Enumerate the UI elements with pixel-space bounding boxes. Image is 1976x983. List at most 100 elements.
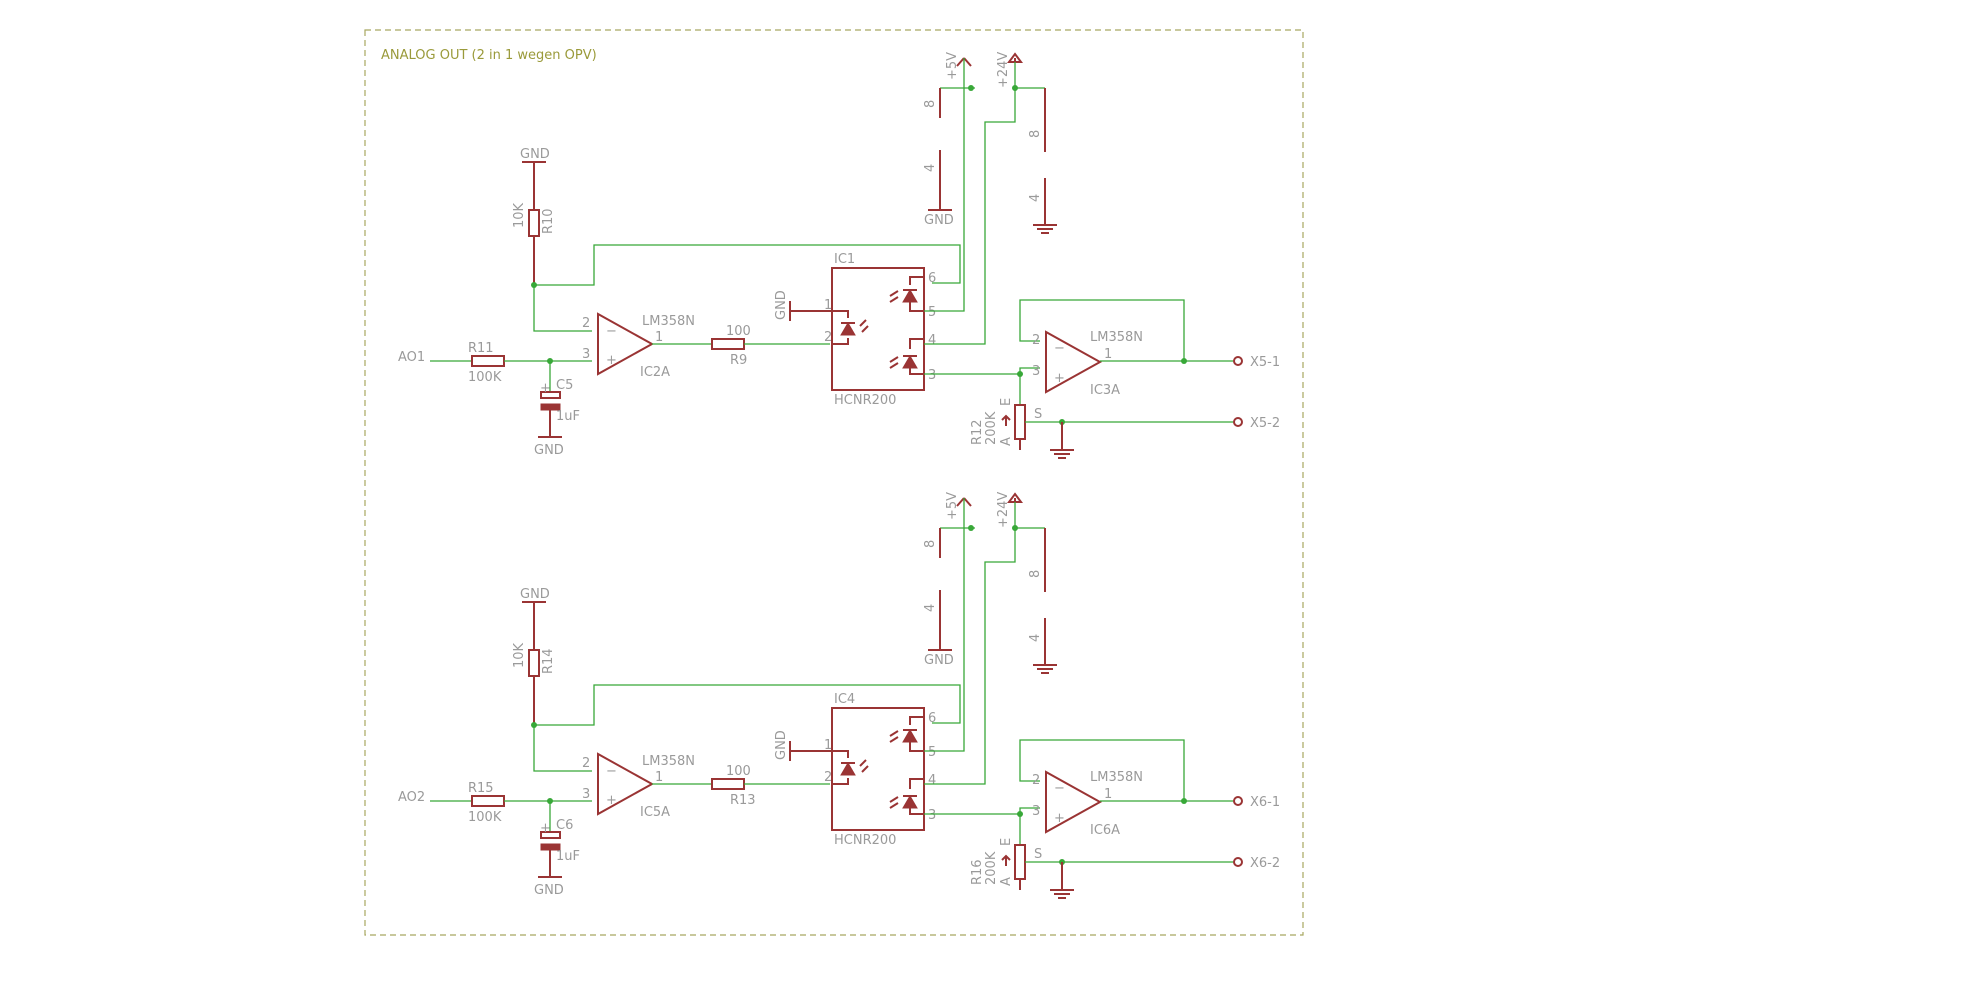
svg-text:1: 1 bbox=[655, 330, 663, 345]
input-capacitor: + C6 1uF GND bbox=[534, 801, 580, 898]
svg-text:R9: R9 bbox=[730, 353, 747, 368]
svg-text:−: − bbox=[606, 324, 617, 339]
op-amp-1: − + 2 3 1 LM358N IC5A bbox=[582, 752, 695, 820]
pin4-label: 4 bbox=[923, 604, 938, 612]
svg-text:HCNR200: HCNR200 bbox=[834, 833, 896, 848]
svg-text:IC4: IC4 bbox=[834, 692, 855, 707]
output-terminal-1[interactable] bbox=[1233, 796, 1243, 806]
svg-text:S: S bbox=[1034, 847, 1042, 862]
svg-text:100: 100 bbox=[726, 324, 751, 339]
svg-text:4: 4 bbox=[1028, 634, 1043, 642]
supply-24v-label: +24V bbox=[996, 52, 1011, 88]
svg-text:1: 1 bbox=[824, 298, 832, 313]
pin4-label: 4 bbox=[923, 164, 938, 172]
svg-text:A: A bbox=[999, 437, 1014, 446]
r-pull-name: R10 bbox=[541, 208, 556, 234]
svg-text:+: + bbox=[540, 821, 551, 836]
svg-text:IC2A: IC2A bbox=[640, 365, 670, 380]
output-terminal-2[interactable] bbox=[1233, 417, 1243, 427]
svg-text:4: 4 bbox=[928, 333, 936, 348]
svg-text:C5: C5 bbox=[556, 378, 573, 393]
svg-text:5: 5 bbox=[928, 745, 936, 760]
svg-text:1: 1 bbox=[824, 738, 832, 753]
svg-text:2: 2 bbox=[582, 316, 590, 331]
channel-input-label: AO1 bbox=[398, 350, 425, 365]
pullup-resistor: GND R14 10K bbox=[512, 587, 556, 725]
svg-text:HCNR200: HCNR200 bbox=[834, 393, 896, 408]
svg-text:3: 3 bbox=[1032, 804, 1040, 819]
svg-text:IC6A: IC6A bbox=[1090, 823, 1120, 838]
trim-potentiometer: E A S R12 200K bbox=[970, 374, 1234, 459]
svg-text:3: 3 bbox=[582, 347, 590, 362]
svg-text:2: 2 bbox=[824, 330, 832, 345]
output-terminal-1[interactable] bbox=[1233, 356, 1243, 366]
pin8-label: 8 bbox=[923, 540, 938, 548]
svg-text:2: 2 bbox=[1032, 773, 1040, 788]
svg-text:1: 1 bbox=[1104, 347, 1112, 362]
ground-symbol bbox=[1033, 664, 1057, 674]
svg-text:200K: 200K bbox=[984, 411, 999, 445]
series-resistor bbox=[711, 338, 745, 350]
svg-text:2: 2 bbox=[824, 770, 832, 785]
svg-text:LM358N: LM358N bbox=[642, 754, 695, 769]
svg-text:100K: 100K bbox=[468, 370, 502, 385]
series-resistor bbox=[711, 778, 745, 790]
r-pull-name: R14 bbox=[541, 648, 556, 674]
svg-text:−: − bbox=[1054, 781, 1065, 796]
svg-text:3: 3 bbox=[1032, 364, 1040, 379]
output-label-1: X5-1 bbox=[1250, 355, 1280, 370]
svg-text:2: 2 bbox=[1032, 333, 1040, 348]
sheet-title: ANALOG OUT (2 in 1 wegen OPV) bbox=[381, 48, 597, 63]
op-amp-2: − + 2 3 1 LM358N IC3A bbox=[1032, 330, 1143, 398]
svg-text:GND: GND bbox=[774, 290, 789, 320]
svg-text:2: 2 bbox=[582, 756, 590, 771]
output-label-2: X5-2 bbox=[1250, 416, 1280, 431]
trim-potentiometer: E A S R16 200K bbox=[970, 814, 1234, 899]
supply-gnd-label: GND bbox=[924, 213, 954, 228]
output-terminal-2[interactable] bbox=[1233, 857, 1243, 867]
supply-5v-label: +5V bbox=[945, 492, 960, 520]
op-amp-1: − + 2 3 1 LM358N IC2A bbox=[582, 312, 695, 380]
supply-24v-label: +24V bbox=[996, 492, 1011, 528]
pullup-resistor: GND R10 10K bbox=[512, 147, 556, 285]
input-capacitor: + C5 1uF GND bbox=[534, 361, 580, 458]
input-resistor bbox=[471, 355, 505, 367]
input-resistor bbox=[471, 795, 505, 807]
svg-text:LM358N: LM358N bbox=[1090, 330, 1143, 345]
svg-text:+: + bbox=[1054, 811, 1065, 826]
svg-text:−: − bbox=[1054, 341, 1065, 356]
supply-section: +5V 8 4 GND +24V 8 4 bbox=[923, 52, 1057, 234]
svg-text:IC5A: IC5A bbox=[640, 805, 670, 820]
output-label-1: X6-1 bbox=[1250, 795, 1280, 810]
opto-coupler: IC1 HCNR200 GND 1 2 6 bbox=[774, 252, 936, 408]
svg-text:GND: GND bbox=[520, 147, 550, 162]
svg-text:100: 100 bbox=[726, 764, 751, 779]
svg-text:+: + bbox=[606, 353, 617, 368]
supply-section: +5V 8 4 GND +24V 8 4 bbox=[923, 492, 1057, 674]
svg-text:R13: R13 bbox=[730, 793, 756, 808]
svg-text:3: 3 bbox=[582, 787, 590, 802]
svg-text:6: 6 bbox=[928, 711, 936, 726]
op-amp-2: − + 2 3 1 LM358N IC6A bbox=[1032, 770, 1143, 838]
svg-text:IC3A: IC3A bbox=[1090, 383, 1120, 398]
supply-5v-arrow bbox=[956, 497, 972, 507]
opto-coupler: IC4 HCNR200 GND 1 2 6 bbox=[774, 692, 936, 848]
svg-text:8: 8 bbox=[1028, 130, 1043, 138]
supply-5v-label: +5V bbox=[945, 52, 960, 80]
svg-text:R15: R15 bbox=[468, 781, 494, 796]
r-pull-value: 10K bbox=[512, 202, 527, 228]
svg-text:8: 8 bbox=[1028, 570, 1043, 578]
svg-text:5: 5 bbox=[928, 305, 936, 320]
svg-text:E: E bbox=[999, 398, 1014, 406]
svg-text:A: A bbox=[999, 877, 1014, 886]
svg-text:−: − bbox=[606, 764, 617, 779]
output-label-2: X6-2 bbox=[1250, 856, 1280, 871]
svg-text:R12: R12 bbox=[970, 419, 985, 445]
r-pull-value: 10K bbox=[512, 642, 527, 668]
svg-text:1: 1 bbox=[655, 770, 663, 785]
svg-text:6: 6 bbox=[928, 271, 936, 286]
svg-text:S: S bbox=[1034, 407, 1042, 422]
ground-symbol bbox=[1033, 224, 1057, 234]
sheet-frame bbox=[364, 29, 1304, 936]
